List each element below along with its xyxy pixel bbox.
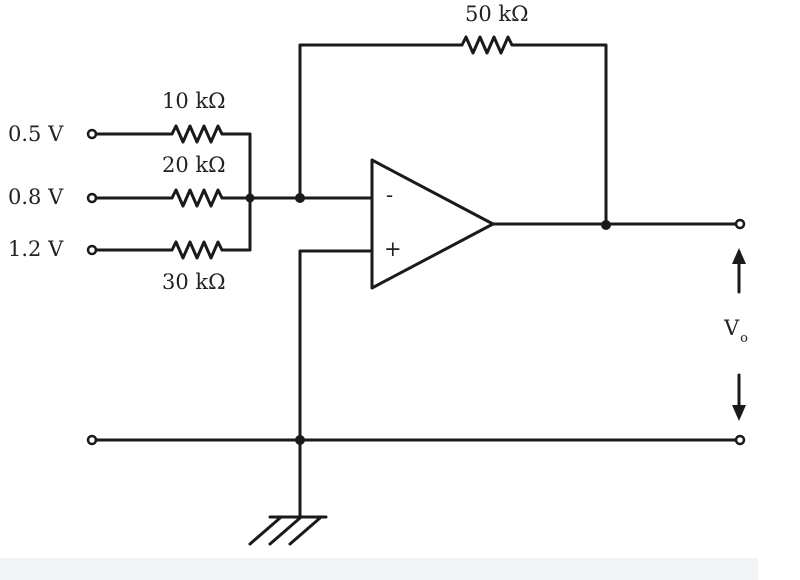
input-wire-1b [220,132,252,202]
resistor-label-30k: 30 kΩ [162,270,226,294]
resistor-label-50k: 50 kΩ [465,2,529,26]
resistor-50k [460,35,514,55]
input-branch-2: 0.8 V 20 kΩ [8,153,302,209]
resistor-20k [170,188,224,208]
arrow-up-icon [732,248,746,264]
junction-node-inputs [245,193,255,203]
noninverting-sign: + [384,237,402,261]
input-voltage-1: 0.5 V [8,122,64,146]
resistor-label-10k: 10 kΩ [162,89,226,113]
resistor-30k [170,240,224,260]
resistor-label-20k: 20 kΩ [162,153,226,177]
output-terminal-bottom [734,434,746,446]
input-voltage-2: 0.8 V [8,185,64,209]
output-voltage-indicator: Vo [723,248,748,421]
inverting-sign: - [386,183,393,207]
output-label: Vo [723,316,748,346]
input-wire-3b [220,196,252,252]
resistor-10k [170,124,224,144]
opamp-triangle [370,158,495,290]
arrow-down-icon [732,405,746,421]
output-terminal-top [734,218,746,230]
noninverting-input-wire [298,249,374,442]
feedback-wire-left [298,43,464,200]
input-branch-3: 1.2 V 30 kΩ [8,196,252,294]
ground-icon [248,438,328,546]
bottom-strip [0,558,758,580]
input-voltage-3: 1.2 V [8,237,64,261]
junction-node-output [601,220,611,230]
feedback-wire-right [510,43,608,228]
input-branch-1: 0.5 V 10 kΩ [8,89,252,202]
